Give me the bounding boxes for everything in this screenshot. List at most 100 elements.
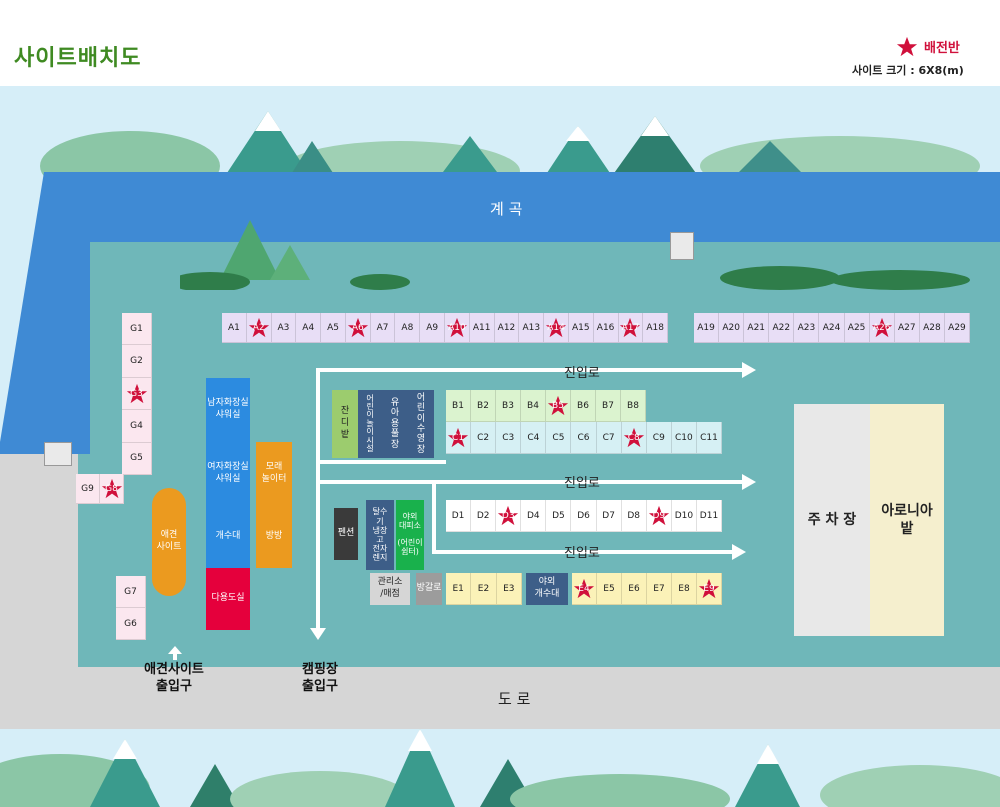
- site-label: D5: [552, 510, 565, 521]
- site-label: E3: [503, 583, 515, 594]
- site-label: G3: [130, 388, 143, 399]
- site-d9[interactable]: D9: [646, 500, 672, 532]
- site-d10[interactable]: D10: [671, 500, 697, 532]
- site-a14[interactable]: A14: [544, 313, 569, 343]
- site-a4[interactable]: A4: [296, 313, 322, 343]
- site-c11[interactable]: C11: [696, 422, 723, 454]
- site-g5[interactable]: G5: [122, 442, 152, 476]
- site-b1[interactable]: B1: [446, 390, 471, 422]
- site-d5[interactable]: D5: [546, 500, 572, 532]
- site-e8[interactable]: E8: [672, 573, 697, 605]
- pension: 펜션: [334, 508, 358, 560]
- site-g1[interactable]: G1: [122, 313, 152, 346]
- site-c8[interactable]: C8: [621, 422, 647, 454]
- site-a11[interactable]: A11: [469, 313, 495, 343]
- site-a10[interactable]: A10: [445, 313, 470, 343]
- site-e7[interactable]: E7: [647, 573, 672, 605]
- site-a15[interactable]: A15: [568, 313, 594, 343]
- site-label: A22: [772, 322, 791, 333]
- site-size-info: 사이트 크기 : 6X8(m): [852, 64, 964, 77]
- site-label: C6: [577, 432, 590, 443]
- site-c5[interactable]: C5: [546, 422, 572, 454]
- site-a23[interactable]: A23: [794, 313, 820, 343]
- site-c9[interactable]: C9: [646, 422, 672, 454]
- site-e1[interactable]: E1: [446, 573, 472, 605]
- site-e5[interactable]: E5: [597, 573, 622, 605]
- power-panel-star-icon: [101, 478, 123, 500]
- site-a19[interactable]: A19: [694, 313, 720, 343]
- site-a2[interactable]: A2: [246, 313, 272, 343]
- site-g9[interactable]: G9: [76, 474, 100, 504]
- site-label: A24: [822, 322, 841, 333]
- site-a22[interactable]: A22: [769, 313, 795, 343]
- site-a5[interactable]: A5: [321, 313, 346, 343]
- site-d11[interactable]: D11: [696, 500, 723, 532]
- site-b2[interactable]: B2: [471, 390, 496, 422]
- site-a24[interactable]: A24: [819, 313, 845, 343]
- site-e6[interactable]: E6: [622, 573, 647, 605]
- site-a6[interactable]: A6: [345, 313, 371, 343]
- site-c1[interactable]: C1: [446, 422, 472, 454]
- site-a12[interactable]: A12: [494, 313, 520, 343]
- site-g2[interactable]: G2: [122, 345, 152, 378]
- site-e3[interactable]: E3: [496, 573, 522, 605]
- site-a1[interactable]: A1: [222, 313, 247, 343]
- site-a3[interactable]: A3: [271, 313, 297, 343]
- site-d1[interactable]: D1: [446, 500, 472, 532]
- site-e2[interactable]: E2: [471, 573, 497, 605]
- site-a9[interactable]: A9: [420, 313, 446, 343]
- site-a16[interactable]: A16: [593, 313, 619, 343]
- appliance-room: 탈수 기 냉장 고 전자 렌지: [366, 500, 394, 570]
- site-label: D10: [674, 510, 694, 521]
- site-c7[interactable]: C7: [596, 422, 622, 454]
- women-shower: 여자화장실 샤워실: [206, 442, 250, 506]
- site-g3[interactable]: G3: [122, 377, 152, 411]
- site-a27[interactable]: A27: [894, 313, 920, 343]
- site-a21[interactable]: A21: [744, 313, 770, 343]
- power-panel-star-icon: [648, 505, 670, 527]
- site-d8[interactable]: D8: [621, 500, 647, 532]
- site-d2[interactable]: D2: [471, 500, 497, 532]
- site-a17[interactable]: A17: [618, 313, 644, 343]
- site-c3[interactable]: C3: [496, 422, 522, 454]
- power-panel-star-icon: [545, 317, 567, 339]
- site-g7[interactable]: G7: [116, 576, 146, 608]
- site-e9[interactable]: E9: [697, 573, 722, 605]
- site-label: B2: [477, 400, 489, 411]
- site-d4[interactable]: D4: [521, 500, 547, 532]
- site-g6[interactable]: G6: [116, 608, 146, 640]
- site-c6[interactable]: C6: [571, 422, 597, 454]
- site-a8[interactable]: A8: [395, 313, 421, 343]
- site-b4[interactable]: B4: [521, 390, 546, 422]
- site-c4[interactable]: C4: [521, 422, 547, 454]
- site-label: B8: [627, 400, 639, 411]
- site-a28[interactable]: A28: [919, 313, 945, 343]
- site-a13[interactable]: A13: [519, 313, 545, 343]
- site-g4[interactable]: G4: [122, 410, 152, 443]
- site-a20[interactable]: A20: [719, 313, 745, 343]
- site-label: A10: [448, 322, 466, 333]
- site-b8[interactable]: B8: [621, 390, 646, 422]
- parking-lot: 주 차 장: [794, 404, 870, 636]
- site-a7[interactable]: A7: [370, 313, 396, 343]
- site-d6[interactable]: D6: [571, 500, 597, 532]
- site-c2[interactable]: C2: [471, 422, 497, 454]
- site-g8[interactable]: G8: [100, 474, 124, 504]
- site-b7[interactable]: B7: [596, 390, 621, 422]
- multi-toilet: 다용도실: [206, 568, 250, 630]
- site-c10[interactable]: C10: [671, 422, 697, 454]
- site-e4[interactable]: E4: [572, 573, 597, 605]
- site-label: C8: [627, 432, 640, 443]
- site-a25[interactable]: A25: [844, 313, 870, 343]
- site-d7[interactable]: D7: [596, 500, 622, 532]
- site-a26[interactable]: A26: [869, 313, 895, 343]
- site-a29[interactable]: A29: [944, 313, 971, 343]
- site-a18[interactable]: A18: [643, 313, 669, 343]
- site-b6[interactable]: B6: [571, 390, 596, 422]
- site-label: A27: [897, 322, 916, 333]
- site-b5[interactable]: B5: [546, 390, 571, 422]
- site-b3[interactable]: B3: [496, 390, 521, 422]
- site-d3[interactable]: D3: [496, 500, 522, 532]
